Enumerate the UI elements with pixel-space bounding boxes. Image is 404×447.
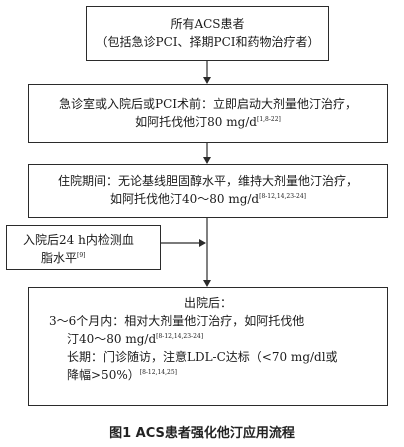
box2-line1: 急诊室或入院后或PCI术前：立即启动大剂量他汀治疗， [59,97,357,111]
box2-line2: 如阿托伐他汀80 mg/d[1,8-22] [29,113,387,131]
box4-target: 降幅>50%） [67,368,140,382]
box4-line2: 汀40～80 mg/d[8-12,14,23-24] [67,330,377,348]
box4-line1: 3～6个月内：相对大剂量他汀治疗，如阿托伐他 [49,314,305,328]
box1-line1: 所有ACS患者 [170,17,245,31]
box4-title: 出院后： [183,296,232,310]
box-all-acs-patients: 所有ACS患者 （包括急诊PCI、择期PCI和药物治疗者） [86,6,329,61]
box2-reference: [1,8-22] [256,116,281,123]
box-lipid-test: 入院后24 h内检测血 脂水平[9] [6,225,161,270]
box4-line3: 长期：门诊随访，注意LDL-C达标（<70 mg/dl或 [67,350,338,364]
box4-reference-1: [8-12,14,23-24] [156,333,204,340]
figure-caption: 图1 ACS患者强化他汀应用流程 [109,426,295,441]
side-line2: 脂水平[9] [23,249,160,267]
box1-line2: （包括急诊PCI、择期PCI和药物治疗者） [95,35,320,49]
box3-reference: [8-12,14,23-24] [259,193,307,200]
box3-line1: 住院期间：无论基线胆固醇水平，维持大剂量他汀治疗， [57,174,358,188]
box-after-discharge: 出院后： 3～6个月内：相对大剂量他汀治疗，如阿托伐他 汀40～80 mg/d[… [28,287,388,406]
box2-dose: 如阿托伐他汀80 mg/d [135,115,257,129]
box3-dose: 如阿托伐他汀40～80 mg/d [109,192,260,206]
box-emergency-start: 急诊室或入院后或PCI术前：立即启动大剂量他汀治疗， 如阿托伐他汀80 mg/d… [28,84,388,143]
side-line1: 入院后24 h内检测血 [23,233,134,247]
box4-dose: 汀40～80 mg/d [67,332,157,346]
box4-reference-2: [8-12,14,25] [139,369,177,376]
box-hospital-stay: 住院期间：无论基线胆固醇水平，维持大剂量他汀治疗， 如阿托伐他汀40～80 mg… [28,164,388,218]
box3-line2: 如阿托伐他汀40～80 mg/d[8-12,14,23-24] [29,190,387,208]
side-text: 脂水平 [41,251,78,265]
side-reference: [9] [77,252,86,259]
box4-line4: 降幅>50%）[8-12,14,25] [67,366,377,384]
